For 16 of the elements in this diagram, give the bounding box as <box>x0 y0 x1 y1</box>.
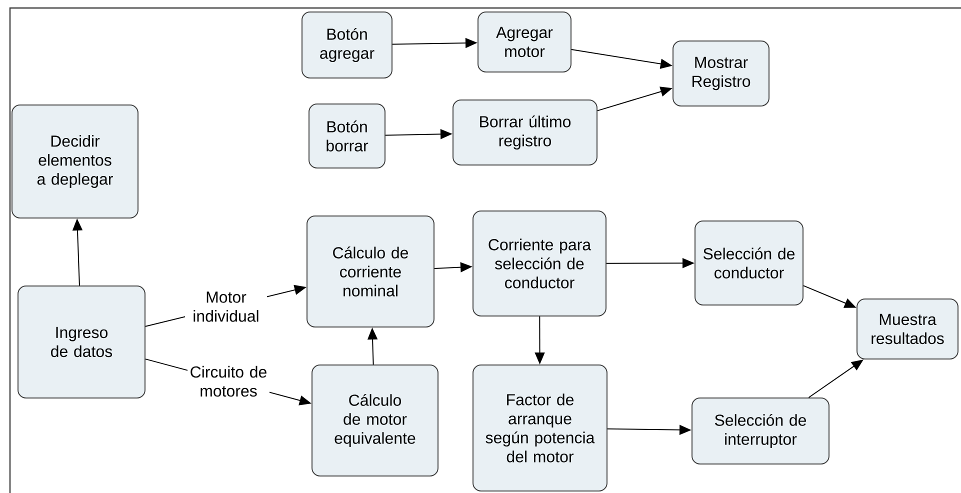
process-box: Agregar motor <box>478 12 572 72</box>
process-box: Decidir elementos a deplegar <box>12 104 138 218</box>
process-box: Borrar último registro <box>452 100 598 166</box>
process-box: Selección de interruptor <box>692 398 830 464</box>
process-box: Botón agregar <box>302 12 392 78</box>
process-box: Factor de arranque según potencia del motor <box>472 364 608 492</box>
process-box: Cálculo de motor equivalente <box>312 364 438 476</box>
process-box: Selección de conductor <box>694 220 804 306</box>
process-box: Mostrar Registro <box>672 40 770 106</box>
edge-label: Circuito de motores <box>188 364 270 399</box>
process-box: Muestra resultados <box>856 298 958 360</box>
process-box: Botón borrar <box>308 104 386 168</box>
process-box: Corriente para selección de conductor <box>472 210 606 316</box>
process-box: Ingreso de datos <box>18 286 146 398</box>
edge-label: Motor individual <box>185 290 267 324</box>
process-box: Cálculo de corriente nominal <box>306 216 434 328</box>
